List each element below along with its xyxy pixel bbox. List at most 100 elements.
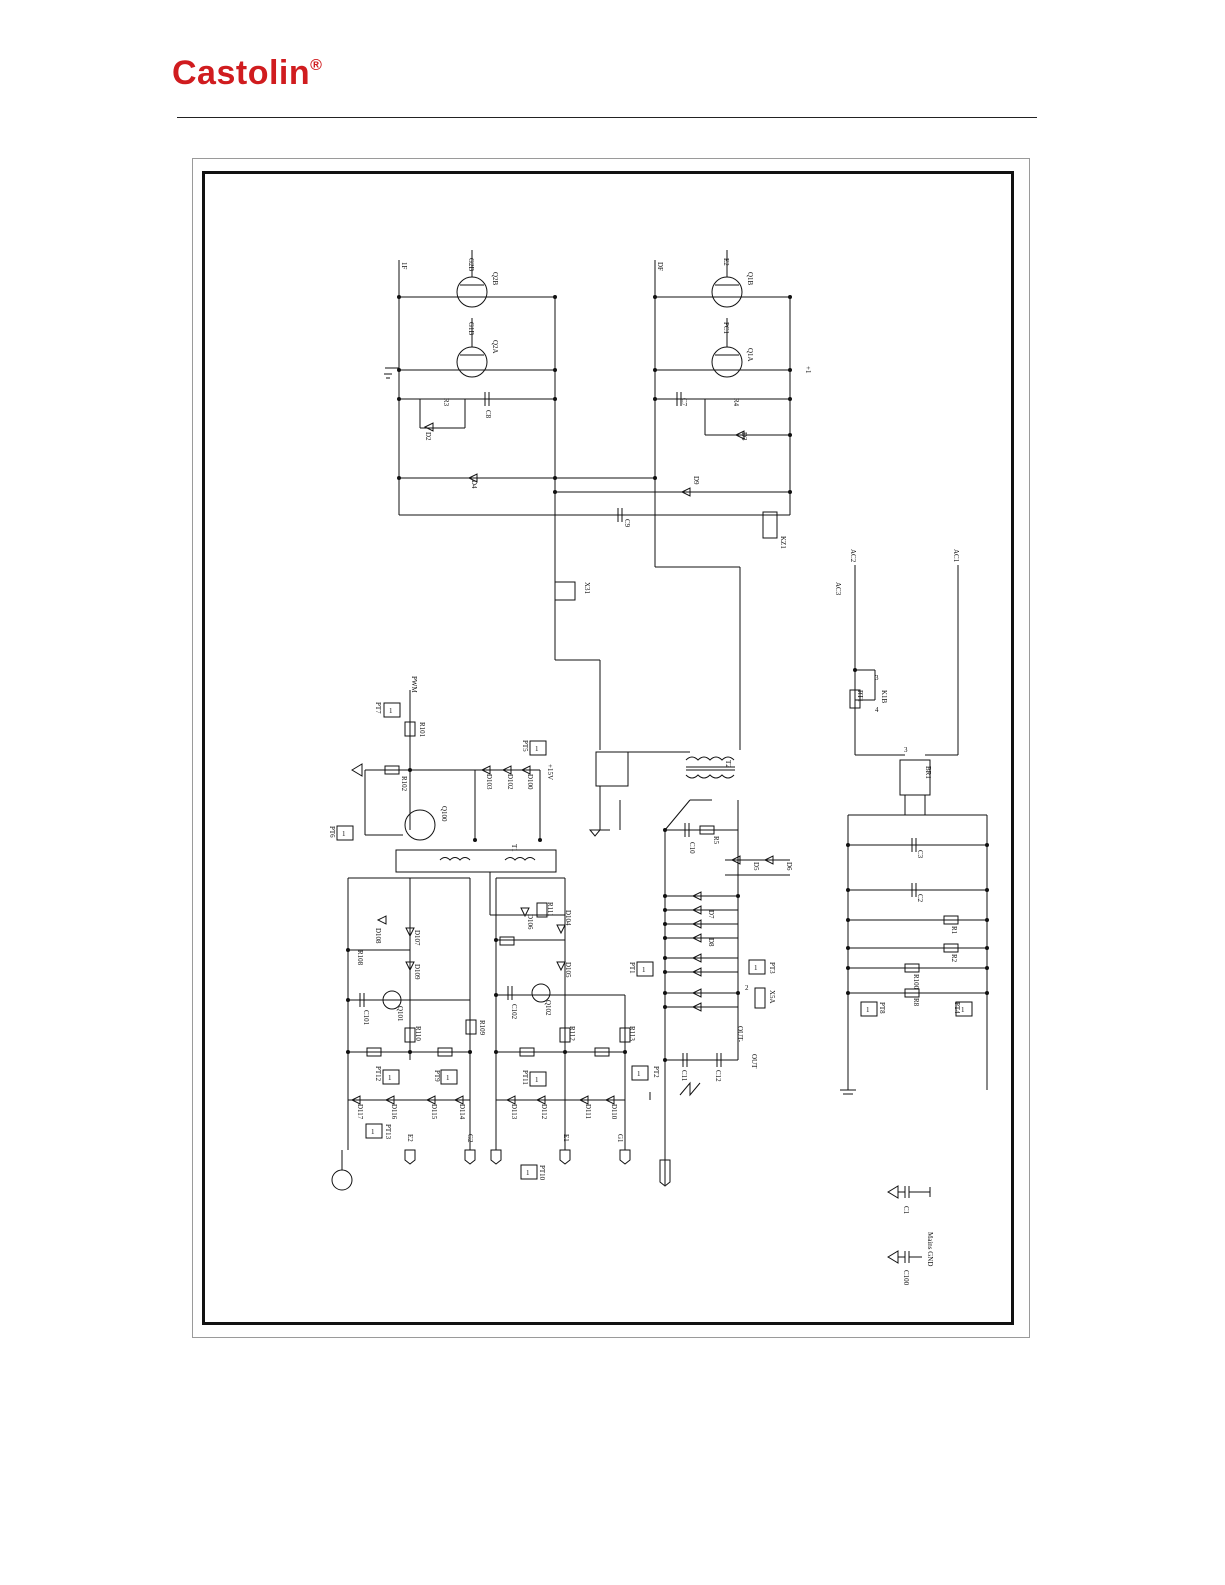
label-c10: C10 (688, 842, 696, 854)
label-d112: D112 (540, 1104, 548, 1120)
tp-number: 1 (535, 1076, 539, 1084)
label-pt2: PT2 (652, 1066, 660, 1078)
label-d109: D109 (413, 964, 421, 980)
label-r3: R3 (442, 398, 450, 407)
label-c1: C1 (902, 1206, 910, 1215)
label-ac1: AC1 (952, 549, 960, 563)
label-c102: C102 (510, 1004, 518, 1020)
label-ac2: AC2 (849, 549, 857, 563)
label-d110: D110 (610, 1104, 618, 1120)
label-c7: C7 (680, 398, 688, 407)
label-pt8: PT8 (878, 1002, 886, 1014)
label-pc1: PC1 (722, 322, 730, 335)
label-pt4: PT4 (953, 1002, 961, 1014)
label-r8: R8 (912, 998, 920, 1007)
label-out: OUT (750, 1054, 758, 1069)
label-d117: D117 (356, 1104, 364, 1120)
label-x5a: X5A (768, 990, 776, 1004)
label-out-minus: OUT- (736, 1026, 744, 1043)
label-r100: R100 (912, 974, 920, 990)
tp-number: 1 (388, 1074, 392, 1082)
pin-number: 3 (904, 746, 908, 754)
label-g2b: G2B (467, 258, 475, 272)
label-d4: D4 (470, 480, 478, 489)
label-d108: D108 (374, 928, 382, 944)
label-c11: C11 (680, 1070, 688, 1082)
label-q2b: Q2B (491, 272, 499, 286)
label-d115: D115 (430, 1104, 438, 1120)
tp-number: 1 (526, 1169, 530, 1177)
registered-mark: ® (310, 56, 323, 74)
label-d8: D8 (707, 938, 715, 947)
label-g2: G2 (466, 1134, 474, 1143)
label-pt5: PT5 (521, 740, 529, 752)
label-rt1: RT1 (856, 690, 864, 703)
label-kz1: KZ1 (779, 536, 787, 549)
label-r111: R111 (546, 902, 554, 917)
label-pt6: PT6 (328, 826, 336, 838)
label-d5: D5 (752, 862, 760, 871)
label-d106: D106 (526, 914, 534, 930)
label-pt10: PT10 (538, 1165, 546, 1181)
label-pt11: PT11 (521, 1070, 529, 1085)
label-d114: D114 (458, 1104, 466, 1120)
tp-number: 1 (342, 830, 346, 838)
label-pt7: PT7 (374, 702, 382, 714)
label-c100: C100 (902, 1270, 910, 1286)
label-pt12: PT12 (374, 1066, 382, 1082)
tp-number: 1 (961, 1006, 965, 1014)
label-d3: D3 (740, 432, 748, 441)
label-d116: D116 (390, 1104, 398, 1120)
label-r110: R110 (414, 1026, 422, 1041)
label-pwm: PWM (410, 676, 418, 694)
schematic-border (202, 171, 1014, 1325)
label-c9: C9 (623, 519, 631, 528)
figure-outer-frame (192, 158, 1030, 1338)
label-r101: R101 (418, 722, 426, 738)
label-ac3: AC3 (834, 582, 842, 596)
label-pt3: PT3 (768, 962, 776, 974)
label-d6: D6 (785, 862, 793, 871)
label-c101: C101 (362, 1010, 370, 1026)
label-r109: R109 (478, 1020, 486, 1036)
label-pt9: PT9 (433, 1070, 441, 1082)
label-q1b: Q1B (746, 272, 754, 286)
tp-number: 1 (866, 1006, 870, 1014)
label-d102: D102 (506, 774, 514, 790)
pin-number: 2 (745, 984, 749, 992)
label-g1: G1 (616, 1134, 624, 1143)
label-r112: R112 (568, 1026, 576, 1041)
tp-number: 1 (535, 745, 539, 753)
label-d2: D2 (424, 432, 432, 441)
label-br1: BR1 (924, 766, 932, 779)
label-lf: 1F (400, 262, 408, 270)
label-q1a: Q1A (746, 348, 754, 362)
label-q101: Q101 (396, 1006, 404, 1022)
label-x31: X31 (583, 582, 591, 595)
tp-number: 1 (637, 1070, 641, 1078)
castolin-logo: Castolin® (172, 54, 322, 93)
label-e2b: E2 (406, 1134, 414, 1142)
label-q100: Q100 (440, 806, 448, 822)
tp-number: 1 (642, 966, 646, 974)
label-c12: C12 (714, 1070, 722, 1082)
tp-number: 1 (389, 707, 393, 715)
label-mains-gnd: Mains GND (926, 1232, 934, 1266)
tp-number: 1 (754, 964, 758, 972)
label-r2: R2 (950, 954, 958, 963)
label-t1: T1 (510, 844, 518, 852)
label-g1b: G1B (467, 322, 475, 336)
label-e1: E1 (562, 1134, 570, 1142)
label-d9: D9 (692, 476, 700, 485)
header-rule (177, 117, 1037, 118)
tp-number: 1 (446, 1074, 450, 1082)
label-d7: D7 (707, 910, 715, 919)
label-d100: D100 (526, 774, 534, 790)
label-pt13: PT13 (384, 1124, 392, 1140)
label-q102: Q102 (544, 1000, 552, 1016)
label-c2: C2 (916, 894, 924, 903)
label-r4: R4 (732, 398, 740, 407)
label-q2a: Q2A (491, 340, 499, 354)
label-d107: D107 (413, 930, 421, 946)
